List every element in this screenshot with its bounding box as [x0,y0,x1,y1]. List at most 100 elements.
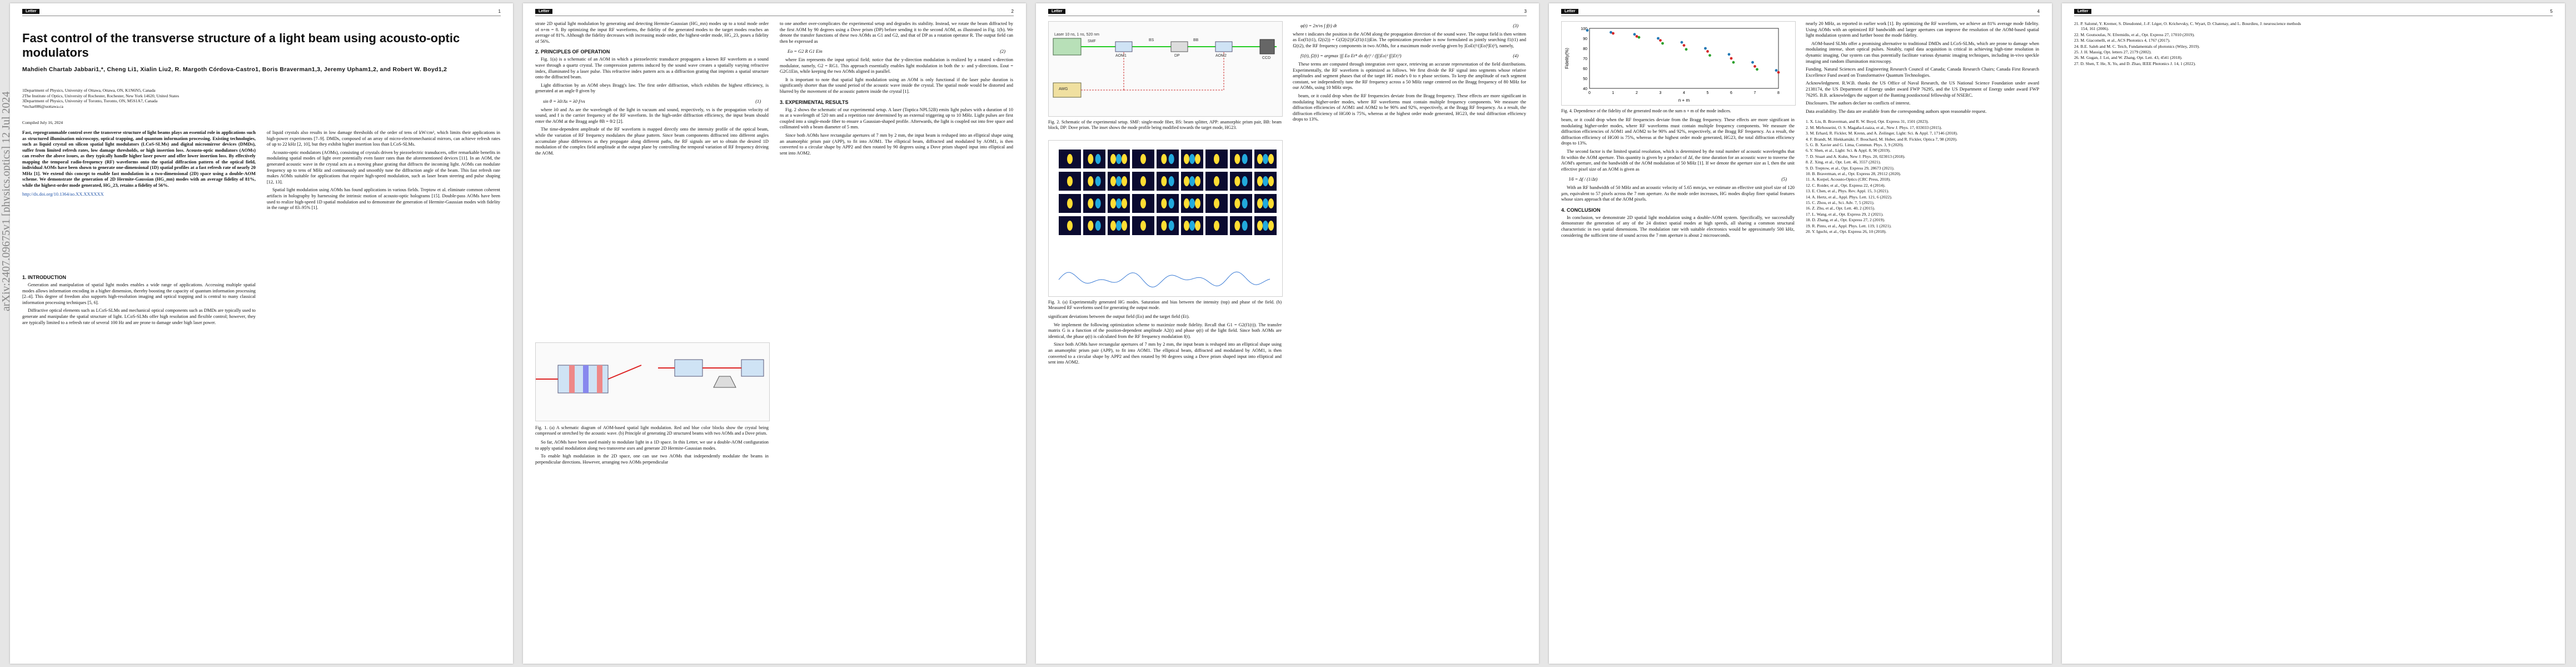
reference-item: 12. C. Roider, et al., Opt. Express 22, … [1806,182,1886,188]
mode-lobe [1168,176,1174,186]
mode-lobe [1168,154,1174,164]
reference-list: 1. X. Liu, B. Braverman, and R. W. Boyd,… [1806,119,2039,234]
mode-lobe [1263,176,1268,186]
paragraph: With an RF bandwidth of 50 MHz and an ac… [1561,185,1795,202]
page-3: Letter 3 Laser 10 ns, 1 ns, 520 nm SMF A… [1036,3,1539,664]
affiliation: *mchar086@uottawa.ca [22,103,63,109]
mode-thumbnail [1230,194,1252,213]
funding: Funding. Natural Sciences and Engineerin… [1806,67,2039,78]
paragraph: of liquid crystals also results in low d… [267,130,500,147]
mode-lobe [1116,176,1122,186]
reference-item: 23. M. Giacomelli, et al., ACS Photonics… [2074,38,2170,43]
equation-body: f1(t), f2(t) = argmax |∫∫ Eo Et* dx dy|²… [1301,53,1402,59]
equation-number: (4) [1513,53,1518,59]
figure-3-modes [1058,150,1277,288]
mode-thumbnail [1157,216,1179,235]
reference-item: 15. C. Zhou, et al., Sci. Adv. 7, 5 (202… [1806,200,1875,205]
plot-frame [1589,28,1779,89]
laser-box [1053,38,1082,56]
paragraph: Since both AOMs have rectangular apertur… [1048,342,1282,365]
y-tick-label: 90 [1583,37,1587,41]
fidelity-point [1682,44,1686,47]
paragraph: where Ein represents the input optical f… [780,57,1013,74]
equation-body: Eo = G2 R G1 Ein [788,49,823,54]
mode-lobe [1242,198,1248,208]
page-header: Letter 5 [2074,9,2553,16]
doi-link[interactable]: http://dx.doi.org/10.1364/ao.XX.XXXXXX [22,192,104,197]
mode-lobe [1195,154,1200,164]
label-ccd: CCD [1262,56,1271,60]
label-awg: AWG [1059,87,1068,91]
paragraph: Fig. 2 shows the schematic of our experi… [780,107,1013,130]
mode-lobe [1116,221,1122,231]
figure-caption: Fig. 1. (a) A schematic diagram of AOM-b… [535,425,769,436]
label-dp: DP [1174,54,1180,58]
page-number: 1 [498,9,501,14]
fidelity-point [1637,36,1641,39]
mode-lobe [1242,221,1248,231]
abstract-text: Fast, reprogrammable control over the tr… [22,130,256,188]
figure-3 [1048,140,1283,297]
fidelity-point [1775,69,1778,72]
paragraph: AOM-based SLMs offer a promising alterna… [1806,41,2039,64]
section-heading: 2. PRINCIPLES OF OPERATION [535,49,610,55]
mode-lobe [1161,154,1167,164]
column-left: strate 2D spatial light modulation by ge… [535,21,769,158]
mode-lobe [1214,221,1219,231]
mode-lobe [1234,221,1240,231]
mode-lobe [1234,198,1240,208]
paragraph: beam, or it could drop when the RF frequ… [1561,117,1795,146]
reference-item: 18. D. Zhang, et al., Opt. Express 27, 2… [1806,217,1885,223]
mode-lobe [1184,198,1189,208]
reference-item: 17. L. Wang, et al., Opt. Express 29, 2 … [1806,211,1884,217]
y-tick-label: 40 [1583,87,1587,91]
dp-box [1170,41,1188,52]
fidelity-point [1708,54,1711,57]
fidelity-point [1612,32,1615,35]
reference-item: 2. M. Mirhosseini, O. S. Magaña-Loaiza, … [1806,125,1942,130]
reference-item: 11. A. Korpel, Acousto-Optics (CRC Press… [1806,177,1891,182]
mode-lobe [1184,154,1189,164]
column-right: nearly 20 MHz, as reported in earlier wo… [1806,21,2039,235]
mode-lobe [1088,176,1094,186]
section-heading: 3. EXPERIMENTAL RESULTS [780,99,849,105]
equation: f1(t), f2(t) = argmax |∫∫ Eo Et* dx dy|²… [1293,51,1526,62]
reference-item: 1. X. Liu, B. Braverman, and R. W. Boyd,… [1806,119,1929,125]
paragraph: The time-dependent amplitude of the RF w… [535,127,769,156]
mode-lobe [1095,176,1101,186]
reference-item: 5. G. B. Xavier and G. Lima, Commun. Phy… [1806,142,1904,147]
mode-lobe [1189,176,1195,186]
y-tick-label: 100 [1581,27,1587,31]
figure-caption: Fig. 2. Schematic of the experimental se… [1048,120,1282,130]
reference-item: 25. J. H. Massig, Opt. letters 27, 2179 … [2074,49,2152,55]
paragraph: Generation and manipulation of spatial l… [22,282,256,305]
awg-box [1053,82,1082,98]
affiliations: 1Department of Physics, University of Ot… [22,88,489,109]
fidelity-point [1661,42,1664,45]
paragraph: We implement the following optimization … [1048,322,1282,339]
fidelity-point [1751,61,1754,64]
x-tick-label: 3 [1660,91,1662,95]
section-heading: 4. CONCLUSION [1561,207,1601,213]
reference-item: 3. M. Erhard, R. Fickler, M. Krenn, and … [1806,131,1958,136]
reference-item: 6. Y. Shen, et al., Light: Sci. & Appl. … [1806,148,1891,153]
mode-lobe [1067,198,1073,208]
fidelity-point [1680,41,1683,44]
paragraph: It is important to note that spatial lig… [780,77,1013,94]
reference-list: 21. P. Salomé, Y. Kremer, S. Dieudonné, … [2074,21,2308,66]
letter-tag: Letter [2074,9,2092,14]
page-number: 2 [1011,9,1014,14]
mode-thumbnail [1083,194,1105,213]
figure-1-caption-block: Fig. 1. (a) A schematic diagram of AOM-b… [535,424,769,467]
paragraph: Spatial light modulation using AOMs has … [267,187,500,211]
reference-item: 27. D. Shen, T. He, X. Yu, and D. Zhao, … [2074,61,2196,66]
fidelity-point [1659,39,1662,42]
equation: Eo = G2 R G1 Ein (2) [780,47,1013,57]
mode-thumbnail [1083,216,1105,235]
column-right: φ(t) = 2π/vs ∫ f(t) dt (3) where t indic… [1293,21,1526,125]
mode-lobe [1195,176,1200,186]
reference-item: 4. F. Brandt, M. Hiekkamäki, F. Bouchard… [1806,136,1957,142]
mode-lobe [1257,198,1263,208]
fidelity-point [1586,29,1589,32]
